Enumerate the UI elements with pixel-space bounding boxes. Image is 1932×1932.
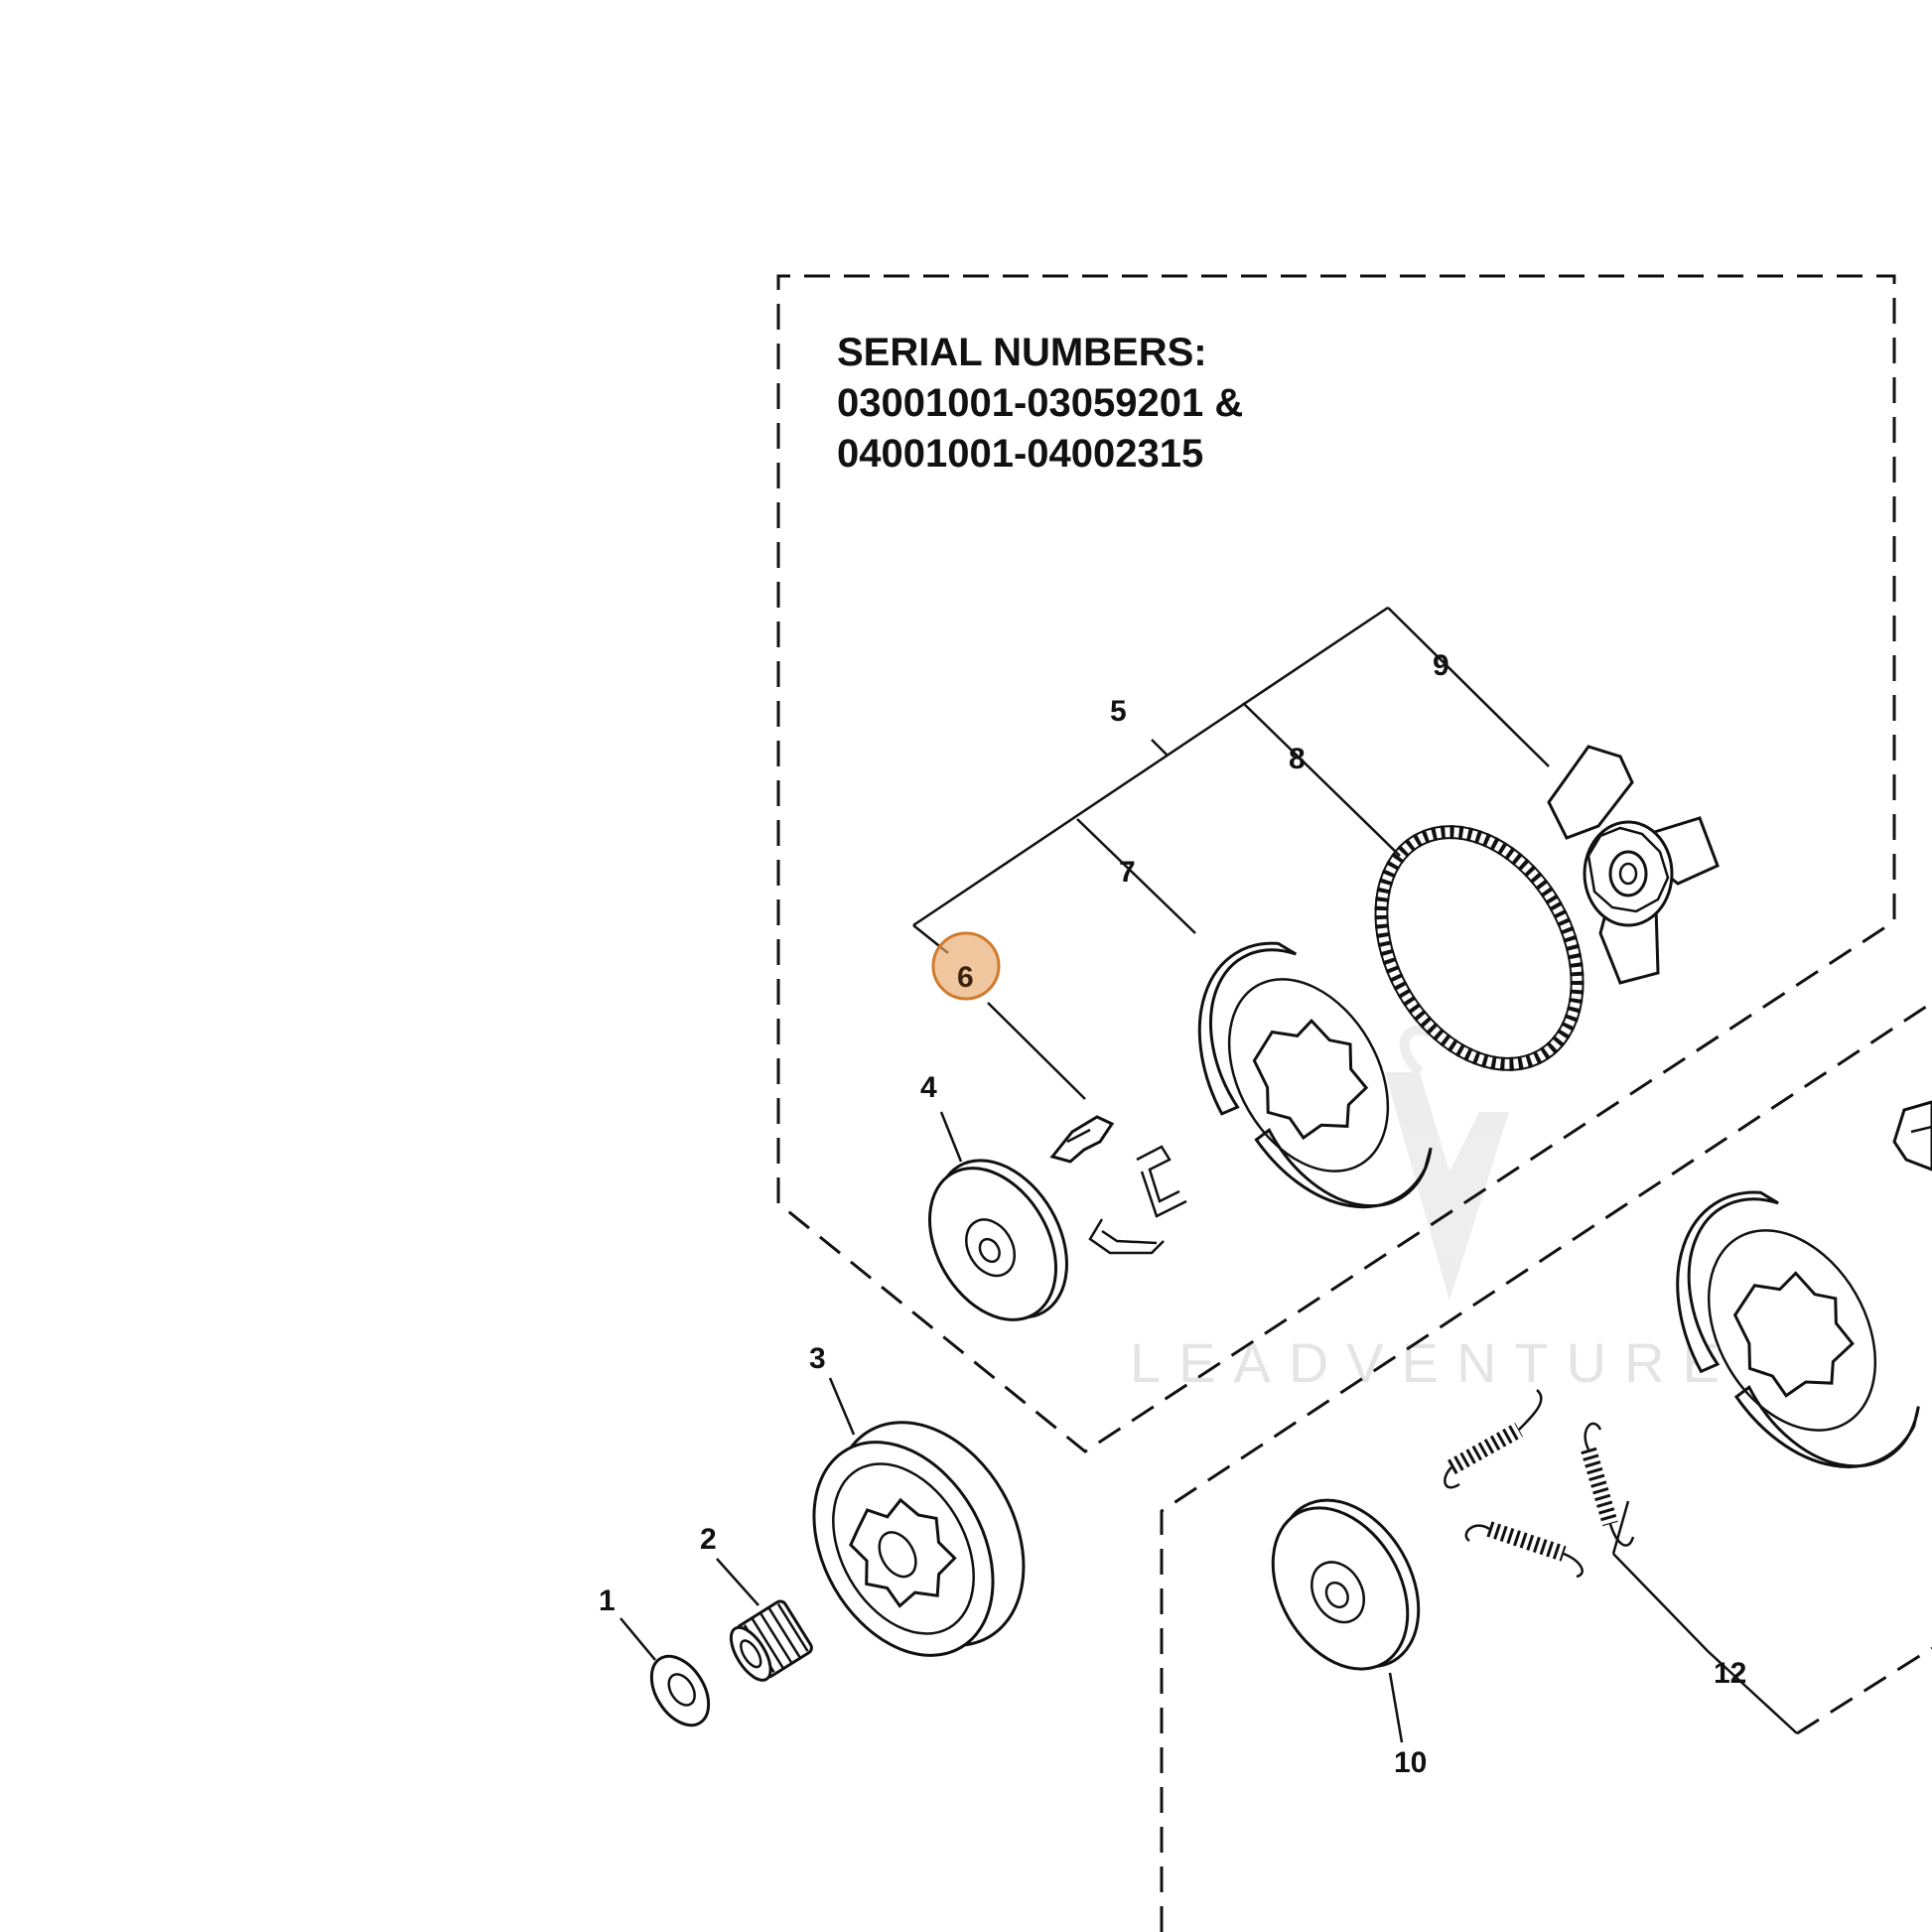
- part-tension-springs: [1444, 1389, 1635, 1579]
- part-cover-washer: [927, 1159, 1068, 1321]
- callout-10: 10: [1394, 1746, 1427, 1779]
- callout-3: 3: [809, 1342, 826, 1375]
- callout-5: 5: [1110, 695, 1127, 728]
- callout-2: 2: [700, 1523, 717, 1556]
- part-cover-washer-lower: [1271, 1498, 1421, 1671]
- group-boundary-lower: [1160, 1001, 1932, 1932]
- heading-line-3: 04001001-04002315: [837, 432, 1204, 476]
- part-clutch-shoes: [1197, 941, 1433, 1209]
- heading-line-2: 03001001-03059201 &: [837, 381, 1244, 425]
- callout-9: 9: [1433, 649, 1449, 682]
- callout-7: 7: [1119, 856, 1136, 889]
- callout-labels: 1 2 3 4 5 7 8 9 10 12: [599, 649, 1746, 1779]
- callout-6[interactable]: 6: [957, 961, 974, 994]
- part-clips: [1049, 1115, 1187, 1255]
- callout-8: 8: [1289, 743, 1306, 775]
- group-boundary-lower-bracket: [1796, 1646, 1932, 1735]
- part-needle-bearing: [729, 1599, 813, 1682]
- leader-lines: [620, 1002, 1798, 1743]
- part-clutch-hub: [1547, 745, 1720, 985]
- callout-1: 1: [599, 1585, 616, 1617]
- group-boundary-upper: [776, 274, 1896, 1453]
- callout-6-highlight[interactable]: 6: [931, 931, 1001, 1001]
- part-hub-lower-partial: [1892, 1100, 1932, 1172]
- serial-numbers-heading: SERIAL NUMBERS: 03001001-03059201 & 0400…: [837, 328, 1243, 480]
- watermark: LEADVENTURE: [1130, 1025, 1737, 1394]
- watermark-text: LEADVENTURE: [1130, 1331, 1737, 1394]
- callout-12: 12: [1714, 1657, 1746, 1690]
- part-washer: [649, 1654, 711, 1727]
- part-clutch-shoes-lower: [1676, 1190, 1920, 1468]
- heading-line-1: SERIAL NUMBERS:: [837, 331, 1207, 374]
- callout-4: 4: [920, 1071, 937, 1104]
- part-clutch-drum: [812, 1421, 1026, 1657]
- kit-bracket: [912, 606, 1550, 954]
- highlight-circle[interactable]: [931, 931, 1001, 1001]
